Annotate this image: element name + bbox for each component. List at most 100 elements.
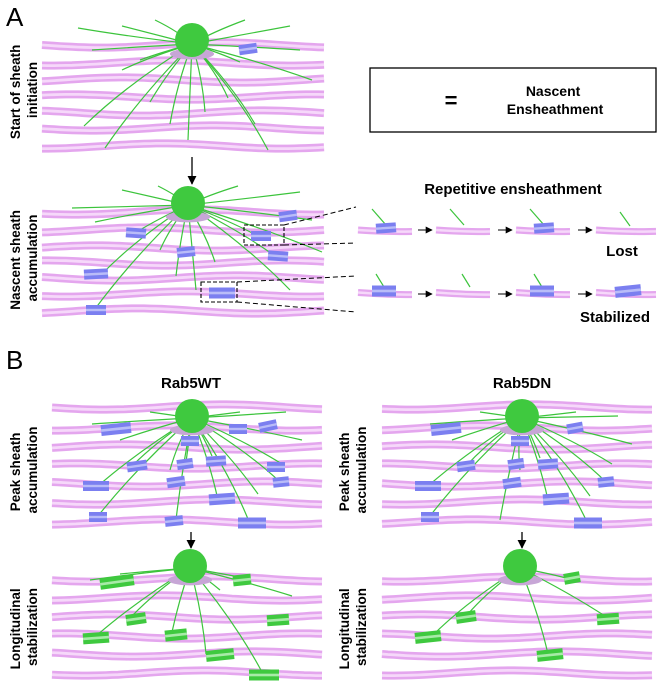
sheath-segment	[100, 421, 132, 437]
sheath-stripe	[536, 652, 564, 658]
sheath-segment	[125, 612, 147, 626]
zoom-box	[243, 224, 285, 246]
sheath-stripe	[86, 308, 106, 312]
cell-process	[461, 273, 471, 288]
sheath-segment	[502, 476, 522, 490]
axon-highlight	[41, 76, 325, 84]
sheath-segment	[86, 305, 106, 315]
sheath-segment	[83, 481, 109, 491]
sheath-segment	[251, 231, 271, 241]
axon-layer	[41, 38, 657, 680]
sheath-stripe	[125, 231, 147, 235]
lost-label: Lost	[606, 243, 638, 260]
sheath-stripe	[266, 617, 290, 623]
sheath-segment	[126, 459, 148, 473]
sheath-stripe	[456, 463, 476, 469]
legend-text: Nascent Ensheathment	[507, 83, 604, 117]
panel-b-letter: B	[6, 345, 23, 375]
sheath-stripe	[258, 422, 278, 430]
sheath-segment	[507, 457, 525, 471]
axon-highlight	[41, 124, 325, 132]
sheath-stripe	[574, 521, 602, 525]
sheath-segment	[542, 492, 570, 506]
sheath-stripe	[164, 518, 184, 524]
annotation-layer	[186, 157, 593, 549]
sheath-stripe	[542, 496, 570, 502]
sheath-stripe	[83, 484, 109, 488]
oligodendrocyte-cell-body	[175, 399, 209, 433]
sheath-stripe	[238, 521, 266, 525]
sheath-stripe	[89, 515, 107, 519]
zoom-box	[200, 281, 238, 303]
sheath-segment	[82, 631, 110, 645]
panel-a-row2-label: Nascent sheath accumulation	[8, 206, 40, 310]
sheath-segment	[566, 421, 584, 435]
panel-b-wt-row1-label: Peak sheath accumulation	[8, 426, 40, 513]
sheath-stripe	[251, 234, 271, 238]
sheath-segment	[249, 669, 279, 681]
sheath-segment	[209, 287, 235, 299]
sheath-segment	[83, 268, 109, 280]
axon-highlight	[381, 443, 653, 451]
sheath-segment	[430, 421, 462, 437]
sheath-stripe	[267, 465, 285, 469]
sheath-segment	[596, 612, 620, 626]
sheath-stripe	[278, 213, 298, 219]
axon-highlight	[51, 594, 323, 602]
axon-highlight	[381, 498, 653, 506]
sheath-stripe	[205, 459, 227, 463]
oligodendrocyte-cell-body	[503, 549, 537, 583]
oligodendrocyte-cell-body	[173, 549, 207, 583]
sheath-stripe	[209, 291, 235, 295]
axon-highlight	[41, 290, 325, 298]
sheath-stripe	[166, 479, 186, 485]
sheath-segment	[574, 517, 602, 529]
sheath-stripe	[205, 652, 235, 658]
sheath-stripe	[502, 480, 522, 486]
sheath-stripe	[238, 46, 258, 52]
sheath-stripe	[533, 226, 555, 230]
sheath-segment	[229, 424, 247, 434]
sheath-stripe	[125, 616, 147, 622]
sheath-stripe	[83, 272, 109, 276]
sheath-segment	[205, 455, 227, 467]
sheath-segment	[414, 630, 442, 644]
sheath-segment	[266, 613, 290, 627]
sheath-stripe	[563, 575, 581, 581]
sheath-segment	[597, 476, 615, 488]
panel-b-dn-row2-label: Longitudinal stabilization	[337, 585, 369, 670]
axon-highlight	[595, 228, 657, 233]
zoom-guide-line	[236, 275, 357, 283]
cell-process	[371, 208, 387, 226]
sheath-stripe	[375, 226, 397, 230]
sheath-stripe	[596, 616, 620, 622]
sheath-stripe	[530, 289, 554, 293]
panel-a-letter: A	[6, 2, 24, 32]
sheath-stripe	[372, 289, 396, 293]
stabilized-label: Stabilized	[580, 309, 650, 326]
oligodendrocyte-cell-body	[175, 23, 209, 57]
axon-highlight	[435, 228, 491, 233]
sheath-segment	[164, 628, 188, 642]
legend-equals: =	[445, 88, 458, 113]
zoom-guide-line	[236, 301, 357, 313]
cell-process	[619, 211, 631, 227]
sheath-stripe	[614, 288, 642, 294]
cell-process	[533, 273, 543, 288]
sheath-stripe	[455, 614, 477, 620]
sheath-segment	[537, 458, 559, 470]
sheath-segment	[563, 571, 581, 585]
sheath-segment	[372, 285, 396, 297]
sheath-segment	[181, 436, 199, 446]
sheath-stripe	[82, 635, 110, 641]
zoom-guide-line	[283, 206, 357, 226]
sheath-stripe	[164, 632, 188, 638]
axon-highlight	[41, 109, 325, 117]
panel-b-wt-row2-label: Longitudinal stabilization	[8, 585, 40, 670]
sheath-segment	[533, 222, 555, 234]
sheath-stripe	[232, 577, 252, 583]
sheath-segment	[267, 250, 289, 262]
sheath-segment	[125, 227, 147, 239]
sheath-segment	[176, 457, 194, 471]
